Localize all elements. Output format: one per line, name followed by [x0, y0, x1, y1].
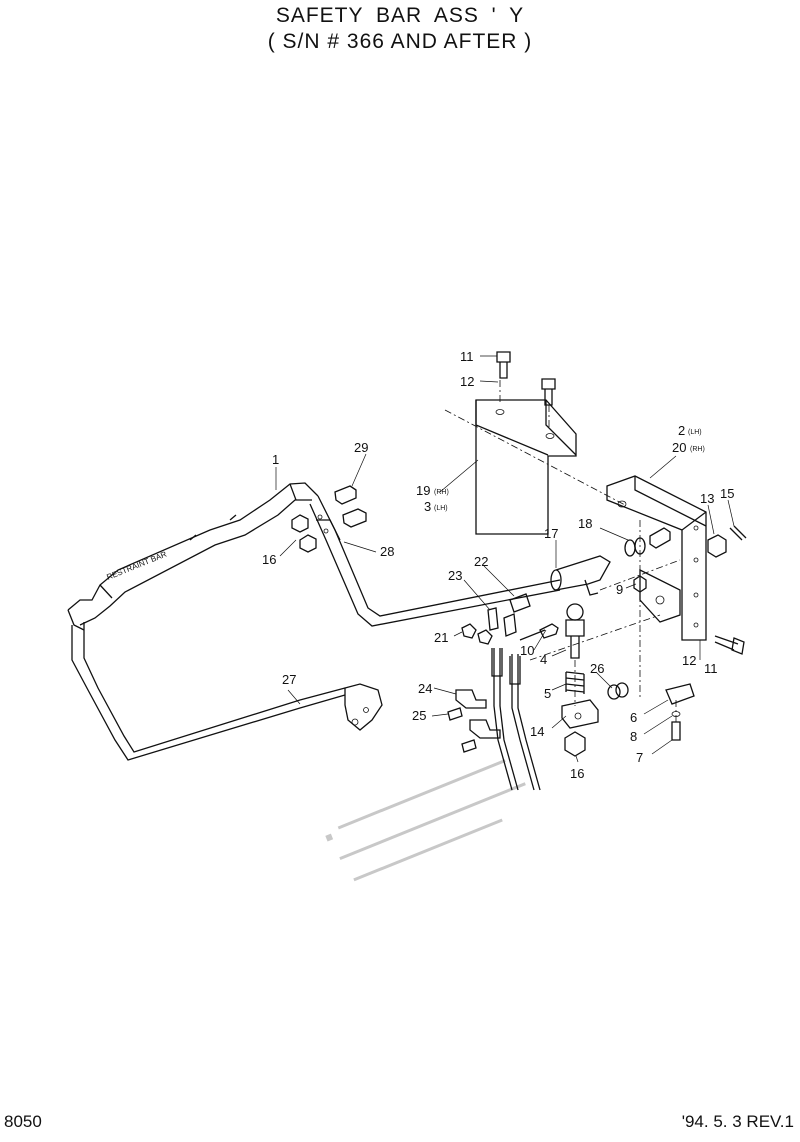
callout-10: 10	[520, 643, 534, 658]
callout-29: 29	[354, 440, 368, 455]
callout-11a: 11	[460, 349, 474, 364]
cover-plate-part-19	[475, 399, 577, 535]
callout-17: 17	[544, 526, 558, 541]
control-cables	[491, 648, 541, 791]
nuts-part-16	[291, 514, 317, 553]
bracket-part-14	[561, 699, 599, 729]
plunger-part-4	[565, 603, 585, 659]
callout-18: 18	[578, 516, 592, 531]
callout-8: 8	[630, 729, 637, 744]
callout-22: 22	[474, 554, 488, 569]
note-lh-2: (LH)	[688, 429, 702, 436]
nut-part-21	[461, 623, 493, 645]
callout-12b: 12	[682, 653, 696, 668]
washers-part-18	[624, 527, 671, 557]
callout-4: 4	[540, 652, 547, 667]
callout-26: 26	[590, 661, 604, 676]
callout-1: 1	[272, 452, 279, 467]
clamps-part-24	[455, 689, 501, 739]
faded-cable-text	[325, 759, 526, 882]
revision-date: '94. 5. 3 REV.1	[681, 1112, 794, 1131]
callout-2: 2	[678, 423, 685, 438]
callout-24: 24	[418, 681, 432, 696]
callout-28: 28	[380, 544, 394, 559]
callout-3: 3	[424, 499, 431, 514]
bolt-part-10	[519, 623, 559, 641]
diagram-subtitle: ( S/N # 366 AND AFTER )	[267, 30, 533, 53]
restraint-bar-part-1: RESTRAINT BAR	[67, 482, 319, 631]
callout-21: 21	[434, 630, 448, 645]
screws-part-25	[447, 707, 477, 753]
callout-19: 19	[416, 483, 430, 498]
washers-part-26	[607, 682, 629, 700]
callout-7: 7	[636, 750, 643, 765]
callout-23: 23	[448, 568, 462, 583]
mounting-bracket-part-2	[606, 475, 707, 641]
assembly-centerlines	[444, 380, 681, 722]
callout-12a: 12	[460, 374, 474, 389]
page-number: 8050	[4, 1112, 42, 1131]
callout-20: 20	[672, 440, 686, 455]
callout-15: 15	[720, 486, 734, 501]
cotter-pin-part-15	[729, 525, 747, 541]
clevis-part-23	[487, 607, 517, 637]
bolts-part-29	[334, 485, 367, 528]
callout-13: 13	[700, 491, 714, 506]
callout-11b: 11	[704, 661, 718, 676]
callout-25: 25	[412, 708, 426, 723]
callout-14: 14	[530, 724, 544, 739]
note-rh-19: (RH)	[434, 489, 449, 496]
note-lh-3: (LH)	[434, 505, 448, 512]
note-rh-20: (RH)	[690, 446, 705, 453]
callout-27: 27	[282, 672, 296, 687]
rod-part-28	[309, 495, 561, 627]
callout-16b: 16	[570, 766, 584, 781]
pivot-arm-part-17	[550, 555, 611, 596]
restraint-bar-imprint: RESTRAINT BAR	[105, 550, 168, 582]
lower-bar-part-27	[71, 622, 383, 761]
spacer-part-22	[509, 593, 531, 613]
callout-9: 9	[616, 582, 623, 597]
leader-lines	[275, 355, 735, 763]
nut-part-13	[707, 534, 727, 558]
bolt-part-11-right	[714, 635, 745, 655]
nut-part-16-bottom	[564, 731, 586, 757]
callout-6: 6	[630, 710, 637, 725]
callout-labels: 1 29 16 28 11 12 19 (RH) 3 (LH) 2 (LH) 2…	[262, 349, 734, 781]
bolt-part-11-top	[496, 351, 556, 406]
callout-5: 5	[544, 686, 551, 701]
block-part-6	[665, 683, 695, 705]
callout-16a: 16	[262, 552, 276, 567]
diagram-title: SAFETY BAR ASS ' Y	[275, 4, 525, 27]
